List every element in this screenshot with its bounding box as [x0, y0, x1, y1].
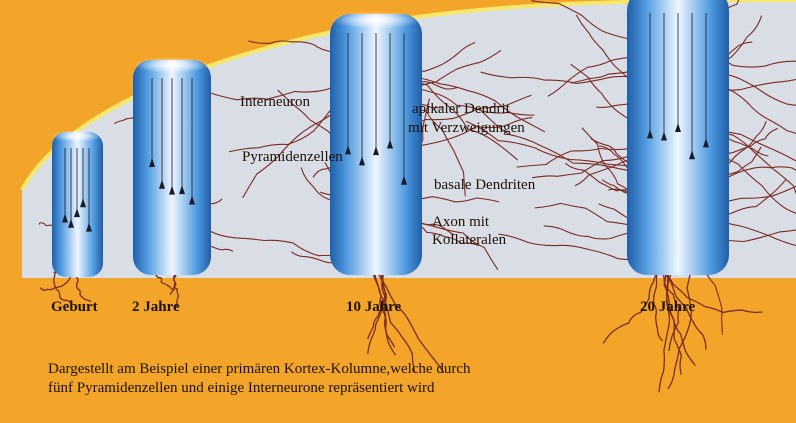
- age-label-20-years: 20 Jahre: [640, 299, 695, 316]
- caption-line-2: fünf Pyramidenzellen und einige Interneu…: [48, 379, 608, 398]
- age-label-2-years: 2 Jahre: [132, 299, 180, 316]
- label-apical-dendrite-1: apikaler Dendrit: [412, 101, 510, 118]
- caption: Dargestellt am Beispiel einer primären K…: [48, 360, 608, 398]
- label-axon-1: Axon mit: [432, 214, 489, 231]
- age-label-birth: Geburt: [51, 299, 98, 316]
- age-label-10-years: 10 Jahre: [346, 299, 401, 316]
- caption-line-1: Dargestellt am Beispiel einer primären K…: [48, 360, 608, 379]
- label-axon-2: Kollateralen: [432, 232, 506, 249]
- label-basal-dendrites: basale Dendriten: [434, 177, 535, 194]
- column-birth: [52, 130, 103, 277]
- label-apical-dendrite-2: mit Verzweigungen: [408, 120, 525, 137]
- label-interneuron: Interneuron: [240, 94, 310, 111]
- label-pyramidal-cells: Pyramidenzellen: [242, 149, 343, 166]
